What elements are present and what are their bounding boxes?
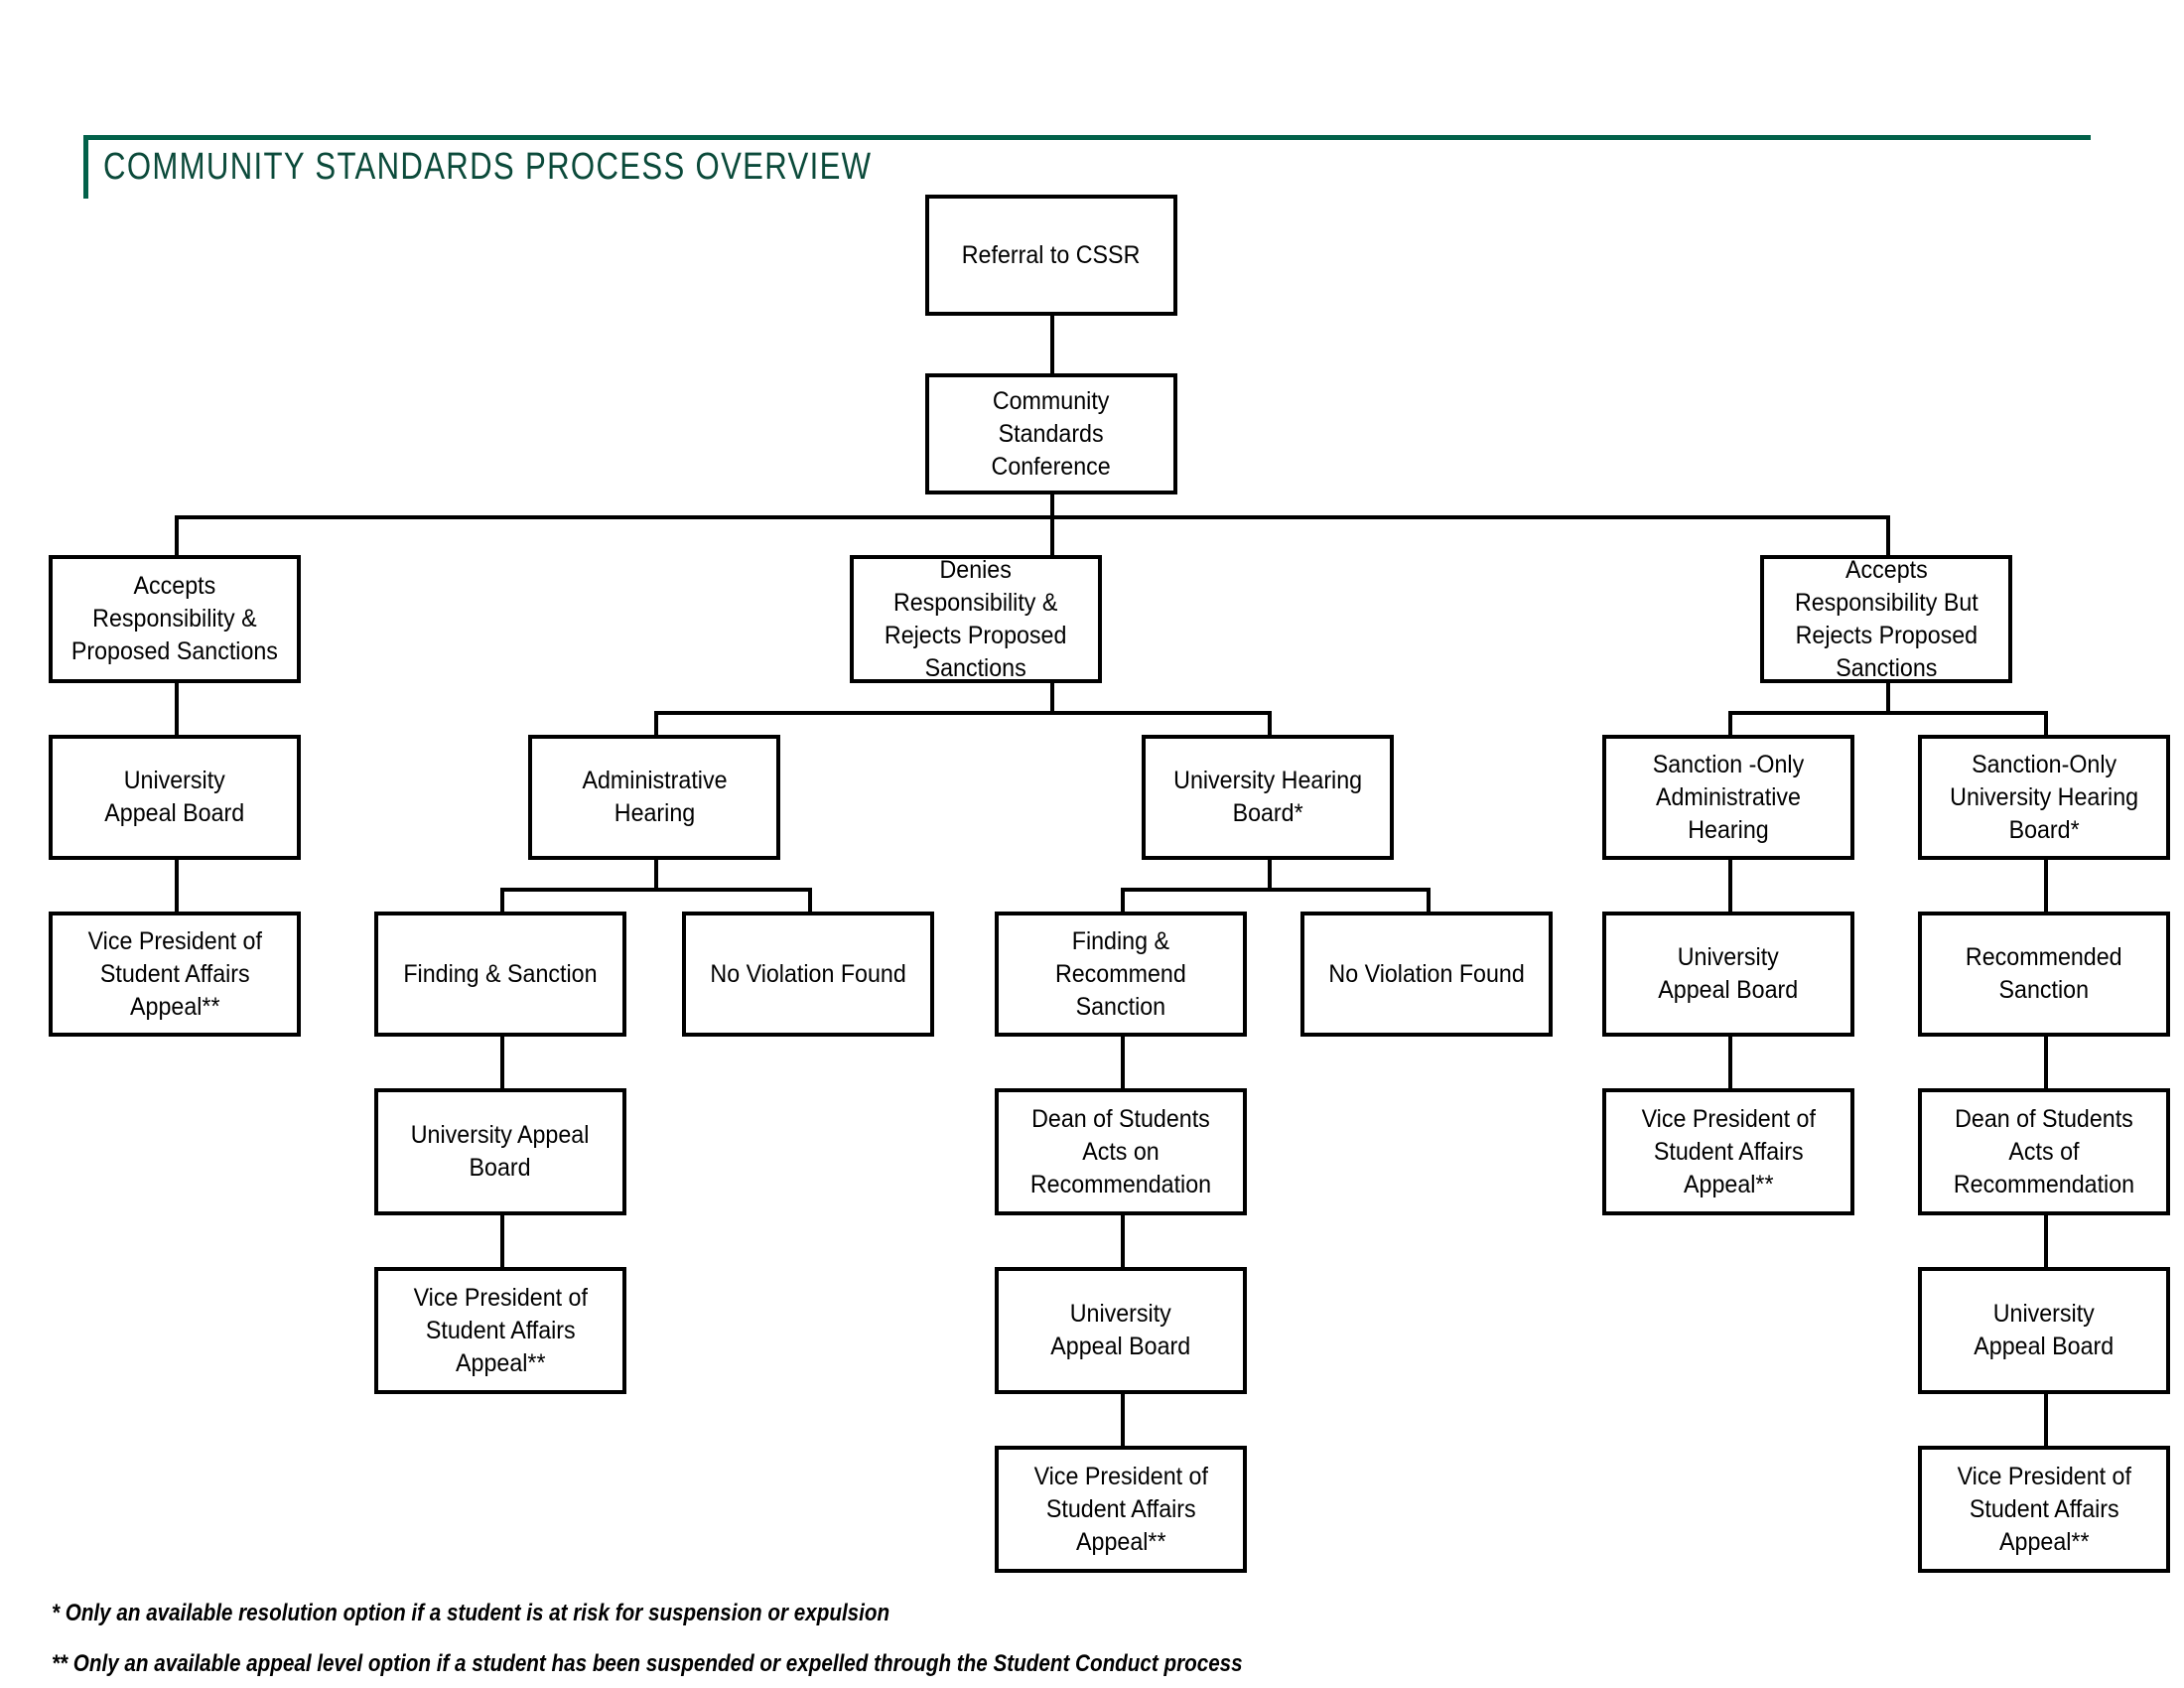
node-no-violation-found-2[interactable]: No Violation Found (1300, 912, 1553, 1037)
node-vice-president-student-affairs-appeal-c3[interactable]: Vice President of Student Affairs Appeal… (995, 1446, 1247, 1573)
edge-uab-c3-vpsa-c3 (1121, 1394, 1125, 1446)
edge-admin-bus (500, 888, 808, 892)
footnote-single-asterisk: * Only an available resolution option if… (52, 1600, 890, 1626)
edge-admin-stem (654, 860, 658, 892)
node-referral-to-cssr[interactable]: Referral to CSSR (925, 195, 1177, 316)
node-sanction-only-university-hearing-board[interactable]: Sanction-Only University Hearing Board* (1918, 735, 2170, 860)
edge-uab-c5-vpsa-c5 (2044, 1394, 2048, 1446)
edge-accepts-both-uab (175, 683, 179, 735)
edge-conference-bus-stem (1050, 494, 1054, 519)
node-vice-president-student-affairs-appeal-c2[interactable]: Vice President of Student Affairs Appeal… (374, 1267, 626, 1394)
node-administrative-hearing[interactable]: Administrative Hearing (528, 735, 780, 860)
edge-findingrec-dos (1121, 1037, 1125, 1088)
edge-admin-to-finding (500, 888, 504, 912)
node-no-violation-found-1[interactable]: No Violation Found (682, 912, 934, 1037)
node-accepts-responsibility-but-rejects-proposed-sanctions[interactable]: Accepts Responsibility But Rejects Propo… (1760, 555, 2012, 683)
edge-bus-to-denies (1050, 515, 1054, 555)
node-university-appeal-board-c5[interactable]: University Appeal Board (1918, 1267, 2170, 1394)
edge-uhb-to-noviolation2 (1427, 888, 1431, 912)
edge-acceptsrej-to-sanctiononly-admin (1728, 711, 1732, 735)
edge-recommended-dos-of (2044, 1037, 2048, 1088)
edge-uab-c4-vpsa-c4 (1728, 1037, 1732, 1088)
node-finding-and-sanction[interactable]: Finding & Sanction (374, 912, 626, 1037)
node-dean-of-students-acts-of-recommendation[interactable]: Dean of Students Acts of Recommendation (1918, 1088, 2170, 1215)
edge-uhb-stem (1268, 860, 1272, 892)
title-rule-left (83, 135, 88, 199)
edge-finding-uab-c2 (500, 1037, 504, 1088)
node-denies-responsibility-rejects-proposed-sanctions[interactable]: Denies Responsibility & Rejects Proposed… (850, 555, 1102, 683)
node-dean-of-students-acts-on-recommendation[interactable]: Dean of Students Acts on Recommendation (995, 1088, 1247, 1215)
edge-denies-to-uhb (1268, 711, 1272, 735)
title-banner: COMMUNITY STANDARDS PROCESS OVERVIEW (83, 135, 2091, 205)
node-university-appeal-board-c3[interactable]: University Appeal Board (995, 1267, 1247, 1394)
edge-uab-c2-vpsa-c2 (500, 1215, 504, 1267)
edge-bus-to-accepts-rejects (1886, 515, 1890, 555)
node-university-appeal-board-c4[interactable]: University Appeal Board (1602, 912, 1854, 1037)
edge-admin-to-noviolation1 (808, 888, 812, 912)
page-title: COMMUNITY STANDARDS PROCESS OVERVIEW (103, 146, 873, 188)
edge-uhb-to-finding-recommend (1121, 888, 1125, 912)
edge-acceptsrej-stem (1886, 683, 1890, 715)
edge-sanctiononly-admin-uab-c4 (1728, 860, 1732, 912)
edge-dos-of-uab-c5 (2044, 1215, 2048, 1267)
node-community-standards-conference[interactable]: Community Standards Conference (925, 373, 1177, 494)
edge-denies-bus (654, 711, 1272, 715)
node-vice-president-student-affairs-appeal-c4[interactable]: Vice President of Student Affairs Appeal… (1602, 1088, 1854, 1215)
node-vice-president-student-affairs-appeal-c5[interactable]: Vice President of Student Affairs Appeal… (1918, 1446, 2170, 1573)
node-finding-and-recommend-sanction[interactable]: Finding & Recommend Sanction (995, 912, 1247, 1037)
edge-denies-stem (1050, 683, 1054, 715)
node-sanction-only-administrative-hearing[interactable]: Sanction -Only Administrative Hearing (1602, 735, 1854, 860)
node-recommended-sanction[interactable]: Recommended Sanction (1918, 912, 2170, 1037)
edge-dos-uab-c3 (1121, 1215, 1125, 1267)
title-rule-top (83, 135, 2091, 140)
edge-referral-conference (1050, 316, 1054, 373)
edge-acceptsrej-to-sanctiononly-uhb (2044, 711, 2048, 735)
node-vice-president-student-affairs-appeal-c1[interactable]: Vice President of Student Affairs Appeal… (49, 912, 301, 1037)
node-university-appeal-board-c2[interactable]: University Appeal Board (374, 1088, 626, 1215)
edge-conference-bus (175, 515, 1890, 519)
node-accepts-responsibility-and-proposed-sanctions[interactable]: Accepts Responsibility & Proposed Sancti… (49, 555, 301, 683)
footnote-double-asterisk: ** Only an available appeal level option… (52, 1650, 1243, 1677)
edge-bus-to-accepts-both (175, 515, 179, 555)
edge-denies-to-admin (654, 711, 658, 735)
edge-uhb-bus (1121, 888, 1427, 892)
node-university-appeal-board-c1[interactable]: University Appeal Board (49, 735, 301, 860)
edge-uab-vpsa-c1 (175, 860, 179, 912)
edge-sanctiononly-uhb-recommended (2044, 860, 2048, 912)
node-university-hearing-board[interactable]: University Hearing Board* (1142, 735, 1394, 860)
edge-acceptsrej-bus (1728, 711, 2048, 715)
